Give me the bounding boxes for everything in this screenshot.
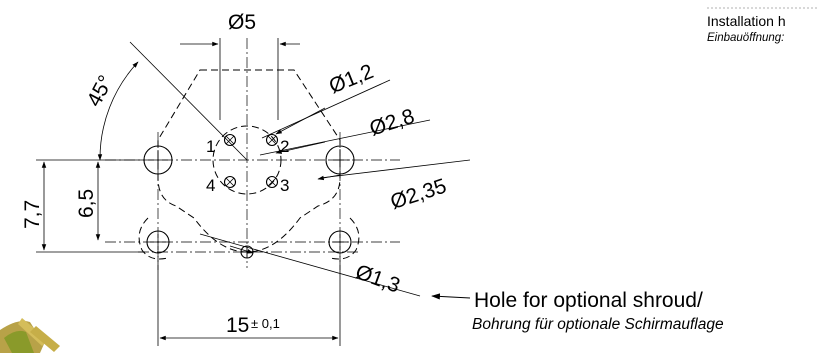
mounting-holes	[143, 145, 355, 259]
dim-w15	[157, 256, 341, 346]
dim-d2-8	[259, 119, 431, 156]
pin-holes	[223, 133, 279, 189]
pin-label-2: 2	[280, 137, 289, 156]
dim-d1-2	[261, 79, 391, 139]
dim-angle-label: 45°	[83, 72, 118, 111]
pin-label-1: 1	[206, 137, 215, 156]
dim-d5	[180, 38, 300, 120]
pin-circle	[212, 125, 282, 195]
dim-d1-3-label: Ø1,3	[352, 260, 403, 297]
dim-d2-8-label: Ø2,8	[367, 105, 417, 141]
dim-h7-7-label: 7,7	[21, 200, 44, 229]
dim-h7-7	[36, 159, 145, 253]
hole-note-english: Hole for optional shroud/	[474, 289, 703, 312]
dim-d1-3	[199, 233, 421, 297]
dim-d5-label: Ø5	[228, 11, 256, 34]
pin-label-4: 4	[206, 176, 215, 195]
dim-d1-2-label: Ø1,2	[326, 60, 377, 98]
hole-note-german: Bohrung für optionale Schirmauflage	[472, 316, 724, 333]
hole-note-arrow	[431, 293, 471, 300]
installation-subtitle: Einbauöffnung:	[707, 32, 785, 44]
dim-h6-5-label: 6,5	[75, 189, 98, 218]
dim-w15-tolerance: ± 0,1	[251, 316, 280, 331]
installation-title: Installation h	[707, 13, 786, 29]
dim-d2-35	[317, 159, 471, 181]
connector-outline	[138, 69, 360, 260]
dim-d2-35-label: Ø2,35	[388, 175, 450, 215]
pin-label-3: 3	[280, 176, 289, 195]
connector-photo	[0, 318, 60, 353]
dim-angle	[97, 41, 248, 161]
dim-w15-label: 15	[226, 314, 249, 337]
